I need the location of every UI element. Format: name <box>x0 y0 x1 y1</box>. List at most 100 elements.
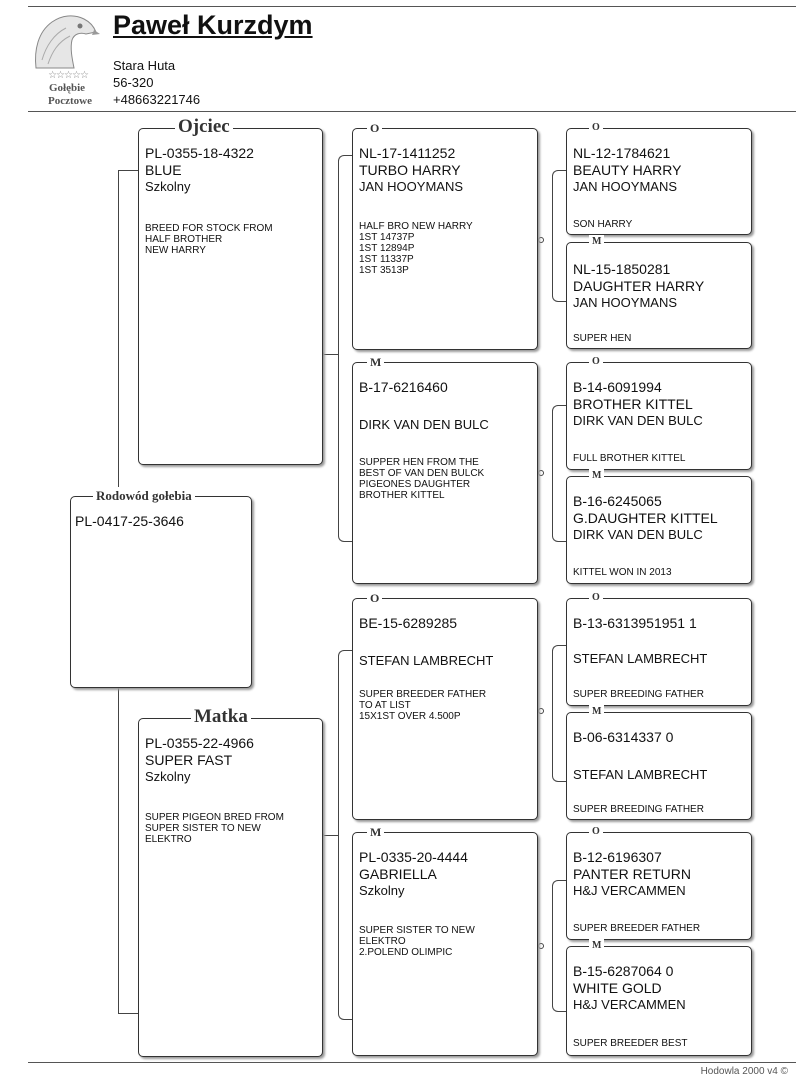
card-label: Rodowód gołebia <box>93 487 195 505</box>
ancestor-card-mfm: M B-06-6314337 0 STEFAN LAMBRECHT SUPER … <box>566 705 752 820</box>
description: SUPPER HEN FROM THE BEST OF VAN DEN BULC… <box>359 457 485 501</box>
connector-dot <box>538 708 544 714</box>
connector-dot <box>538 237 544 243</box>
breeder: DIRK VAN DEN BULC <box>359 417 489 432</box>
father-card: Ojciec PL-0355-18-4322 BLUE Szkolny BREE… <box>138 116 323 465</box>
ancestor-card-mff: O B-13-6313951951 1 STEFAN LAMBRECHT SUP… <box>566 591 752 706</box>
card-label: M <box>589 939 605 952</box>
pigeon-name: TURBO HARRY <box>359 162 461 178</box>
ring-number: B-06-6314337 0 <box>573 729 674 745</box>
card-label: O <box>589 825 603 838</box>
logo-text-line1: Gołębie <box>48 82 86 94</box>
top-rule <box>28 6 796 7</box>
description: SUPER PIGEON BRED FROM SUPER SISTER TO N… <box>145 812 284 845</box>
ancestor-card-fff: O NL-12-1784621 BEAUTY HARRY JAN HOOYMAN… <box>566 121 752 235</box>
grandmother-paternal-card: M B-17-6216460 DIRK VAN DEN BULC SUPPER … <box>352 354 538 584</box>
description: HALF BRO NEW HARRY 1ST 14737P 1ST 12894P… <box>359 221 473 276</box>
logo-stars: ☆☆☆☆☆ <box>48 70 89 81</box>
ring-number: B-12-6196307 <box>573 849 662 865</box>
ring-number: B-16-6245065 <box>573 493 662 509</box>
connector <box>324 354 338 356</box>
pigeon-name: GABRIELLA <box>359 866 437 882</box>
description: SUPER HEN <box>573 333 632 344</box>
ring-number: NL-12-1784621 <box>573 145 671 161</box>
card-label: M <box>367 354 385 370</box>
bracket <box>552 405 567 542</box>
ancestor-card-ffm: M NL-15-1850281 DAUGHTER HARRY JAN HOOYM… <box>566 235 752 349</box>
description: SUPER BREEDER FATHER TO AT LIST 15X1ST O… <box>359 689 487 722</box>
ring-number: NL-17-1411252 <box>359 145 456 161</box>
ring-number: PL-0355-18-4322 <box>145 145 254 161</box>
breeder: JAN HOOYMANS <box>573 179 678 194</box>
pigeon-head-icon <box>35 15 100 69</box>
breeder: STEFAN LAMBRECHT <box>573 767 708 782</box>
mother-card: Matka PL-0355-22-4966 SUPER FAST Szkolny… <box>138 706 323 1057</box>
pigeon-card: Rodowód gołebia PL-0417-25-3646 <box>70 487 252 688</box>
breeder: JAN HOOYMANS <box>359 179 464 194</box>
ring-number: PL-0355-22-4966 <box>145 735 254 751</box>
owner-phone: +48663221746 <box>113 92 201 107</box>
connector <box>118 170 120 502</box>
description: SUPER BREEDER BEST <box>573 1038 688 1049</box>
breeder: DIRK VAN DEN BULC <box>573 413 703 428</box>
pigeon-name: SUPER FAST <box>145 752 233 768</box>
pigeon-name: G.DAUGHTER KITTEL <box>573 510 718 526</box>
ancestor-card-mmm: M B-15-6287064 0 WHITE GOLD H&J VERCAMME… <box>566 939 752 1056</box>
breeder: STEFAN LAMBRECHT <box>573 651 708 666</box>
bracket <box>338 650 353 1020</box>
header-rule <box>28 111 796 112</box>
ancestor-card-fmf: O B-14-6091994 BROTHER KITTEL DIRK VAN D… <box>566 355 752 470</box>
ring-number: B-13-6313951951 1 <box>573 615 697 631</box>
card-label: O <box>589 591 603 604</box>
connector <box>118 688 120 1014</box>
breeder: JAN HOOYMANS <box>573 295 678 310</box>
pigeon-name: BEAUTY HARRY <box>573 162 682 178</box>
logo-text-line2: Pocztowe <box>48 95 92 107</box>
ancestor-card-mmf: O B-12-6196307 PANTER RETURN H&J VERCAMM… <box>566 825 752 940</box>
ring-number: B-14-6091994 <box>573 379 662 395</box>
card-label: O <box>589 121 603 134</box>
breeder: STEFAN LAMBRECHT <box>359 653 494 668</box>
connector <box>118 1013 138 1015</box>
connector-dot <box>538 943 544 949</box>
software-credit: Hodowla 2000 v4 © <box>700 1066 788 1077</box>
breeder: H&J VERCAMMEN <box>573 883 686 898</box>
pigeon-name: BROTHER KITTEL <box>573 396 693 412</box>
footer-rule <box>28 1062 796 1063</box>
club-logo: ☆☆☆☆☆ Gołębie Pocztowe <box>28 10 110 110</box>
ancestor-card-fmm: M B-16-6245065 G.DAUGHTER KITTEL DIRK VA… <box>566 469 752 584</box>
breeder: Szkolny <box>145 769 191 784</box>
pigeon-name: DAUGHTER HARRY <box>573 278 705 294</box>
connector <box>324 835 338 837</box>
breeder: Szkolny <box>145 179 191 194</box>
card-label: Matka <box>191 706 251 728</box>
card-label: O <box>367 590 383 606</box>
description: FULL BROTHER KITTEL <box>573 453 686 464</box>
ring-number: B-17-6216460 <box>359 379 448 395</box>
bracket <box>552 880 567 1012</box>
bracket <box>552 645 567 782</box>
description: KITTEL WON IN 2013 <box>573 567 672 578</box>
description: SUPER BREEDER FATHER <box>573 923 701 934</box>
pigeon-name: BLUE <box>145 162 182 178</box>
card-label: M <box>589 469 605 482</box>
breeder: Szkolny <box>359 883 405 898</box>
grandfather-paternal-card: O NL-17-1411252 TURBO HARRY JAN HOOYMANS… <box>352 120 538 350</box>
grandfather-maternal-card: O BE-15-6289285 STEFAN LAMBRECHT SUPER B… <box>352 590 538 820</box>
pigeon-name: WHITE GOLD <box>573 980 662 996</box>
card-label: O <box>367 120 383 136</box>
connector <box>118 170 138 172</box>
description: SUPER SISTER TO NEW ELEKTRO 2.POLEND OLI… <box>359 925 475 958</box>
breeder: H&J VERCAMMEN <box>573 997 686 1012</box>
card-label: Ojciec <box>175 116 233 138</box>
ring-number: BE-15-6289285 <box>359 615 458 631</box>
connector-dot <box>538 470 544 476</box>
owner-zip: 56-320 <box>113 75 154 90</box>
ring-number: PL-0335-20-4444 <box>359 849 468 865</box>
description: BREED FOR STOCK FROM HALF BROTHER NEW HA… <box>145 223 273 256</box>
owner-city: Stara Huta <box>113 58 176 73</box>
bracket <box>552 170 567 302</box>
pigeon-name: PANTER RETURN <box>573 866 691 882</box>
description: SUPER BREEDING FATHER <box>573 689 704 700</box>
description: SUPER BREEDING FATHER <box>573 804 704 815</box>
